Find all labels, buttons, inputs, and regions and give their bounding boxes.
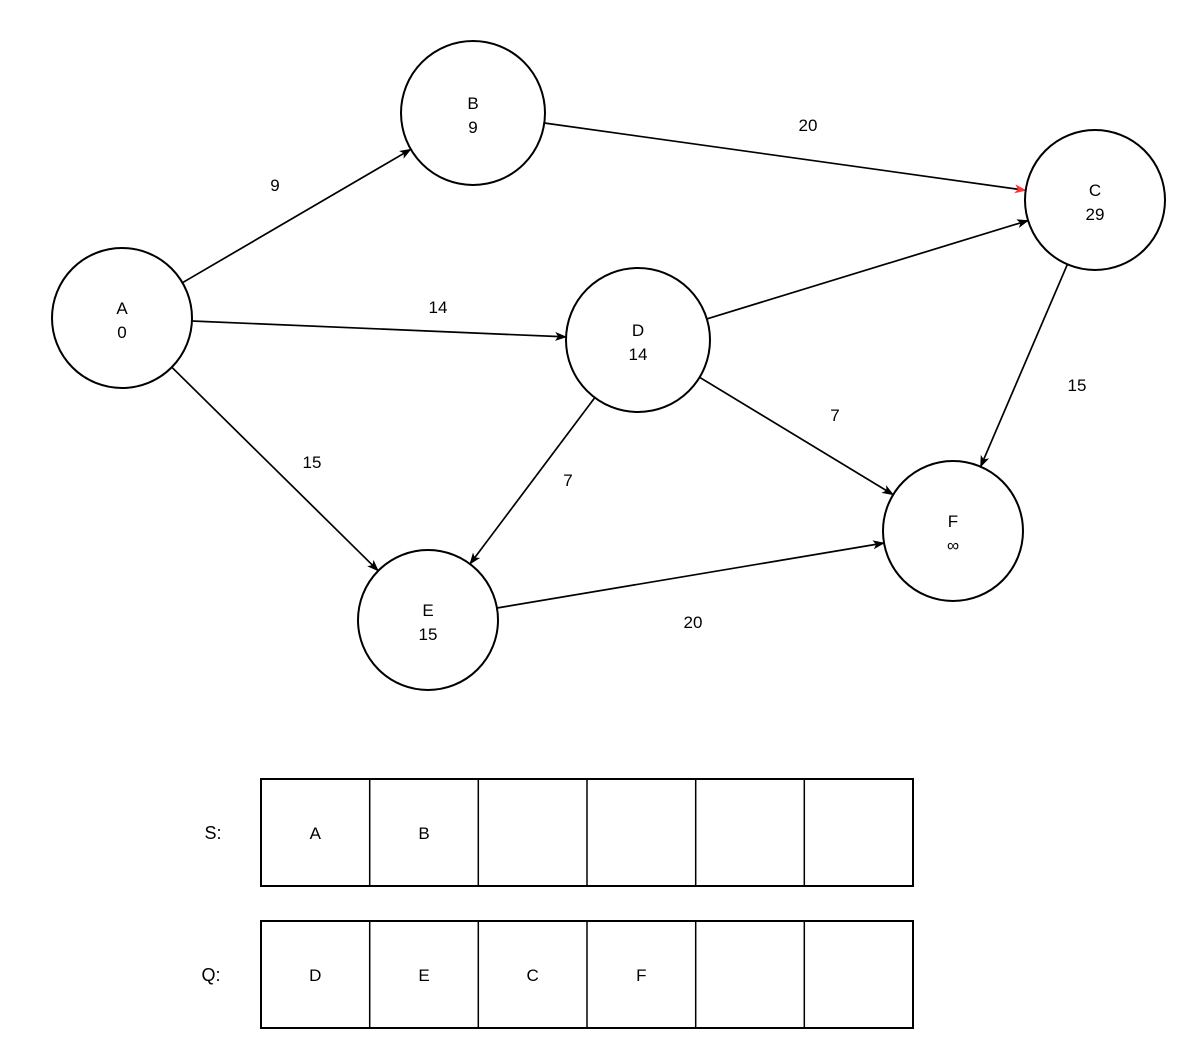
node-b-label: B bbox=[467, 94, 478, 113]
node-e: E 15 bbox=[357, 549, 499, 691]
node-c-circle bbox=[1024, 129, 1166, 271]
edge-e-f bbox=[496, 540, 885, 609]
node-e-label: E bbox=[422, 601, 433, 620]
node-f-circle bbox=[882, 460, 1024, 602]
node-a: A 0 bbox=[51, 247, 193, 389]
queue-cell-0: D bbox=[309, 966, 321, 985]
edge-c-f bbox=[979, 263, 1069, 468]
edge-d-f-weight: 7 bbox=[830, 406, 839, 425]
visited-set-row: S: A B bbox=[204, 778, 914, 887]
node-c-distance: 29 bbox=[1086, 205, 1105, 224]
edge-d-e-weight: 7 bbox=[563, 471, 572, 490]
edge-a-b-weight: 9 bbox=[270, 176, 279, 195]
node-f: F ∞ bbox=[882, 460, 1024, 602]
queue-row: Q: D E C F bbox=[201, 920, 914, 1029]
visited-cell-0: A bbox=[310, 824, 322, 843]
node-b-circle bbox=[400, 40, 546, 186]
node-d-label: D bbox=[632, 321, 644, 340]
node-f-distance: ∞ bbox=[947, 536, 959, 555]
edge-label-layer: 9 20 14 15 7 7 15 20 bbox=[270, 116, 1086, 632]
queue-cell-3: F bbox=[636, 966, 646, 985]
edge-d-f bbox=[699, 376, 895, 496]
edge-a-b bbox=[182, 148, 412, 284]
edge-layer bbox=[171, 122, 1069, 609]
edge-e-f-weight: 20 bbox=[684, 613, 703, 632]
edge-a-e-weight: 15 bbox=[303, 453, 322, 472]
node-b-current: B 9 bbox=[400, 40, 546, 186]
queue-label: Q: bbox=[201, 965, 220, 985]
node-a-distance: 0 bbox=[117, 323, 126, 342]
node-a-label: A bbox=[116, 299, 128, 318]
node-f-label: F bbox=[948, 512, 958, 531]
node-e-circle bbox=[357, 549, 499, 691]
node-layer: A 0 B 9 C 29 D 14 E 15 F ∞ bbox=[51, 40, 1166, 691]
queue-cell-2: C bbox=[527, 966, 539, 985]
edge-a-d-weight: 14 bbox=[429, 298, 448, 317]
node-b-distance: 9 bbox=[468, 118, 477, 137]
node-d-distance: 14 bbox=[629, 345, 648, 364]
edge-a-d bbox=[191, 320, 568, 341]
edge-c-f-weight: 15 bbox=[1068, 376, 1087, 395]
edge-d-e bbox=[469, 397, 596, 565]
edge-b-c-weight: 20 bbox=[799, 116, 818, 135]
edge-a-e bbox=[171, 366, 379, 572]
node-c: C 29 bbox=[1024, 129, 1166, 271]
edge-b-c-highlighted bbox=[544, 122, 1027, 194]
node-d-circle bbox=[565, 267, 711, 413]
node-a-circle bbox=[51, 247, 193, 389]
visited-cell-1: B bbox=[418, 824, 429, 843]
node-c-label: C bbox=[1089, 181, 1101, 200]
node-d: D 14 bbox=[565, 267, 711, 413]
visited-set-label: S: bbox=[204, 823, 221, 843]
edge-d-c bbox=[706, 219, 1030, 320]
node-e-distance: 15 bbox=[419, 625, 438, 644]
queue-cell-1: E bbox=[418, 966, 429, 985]
